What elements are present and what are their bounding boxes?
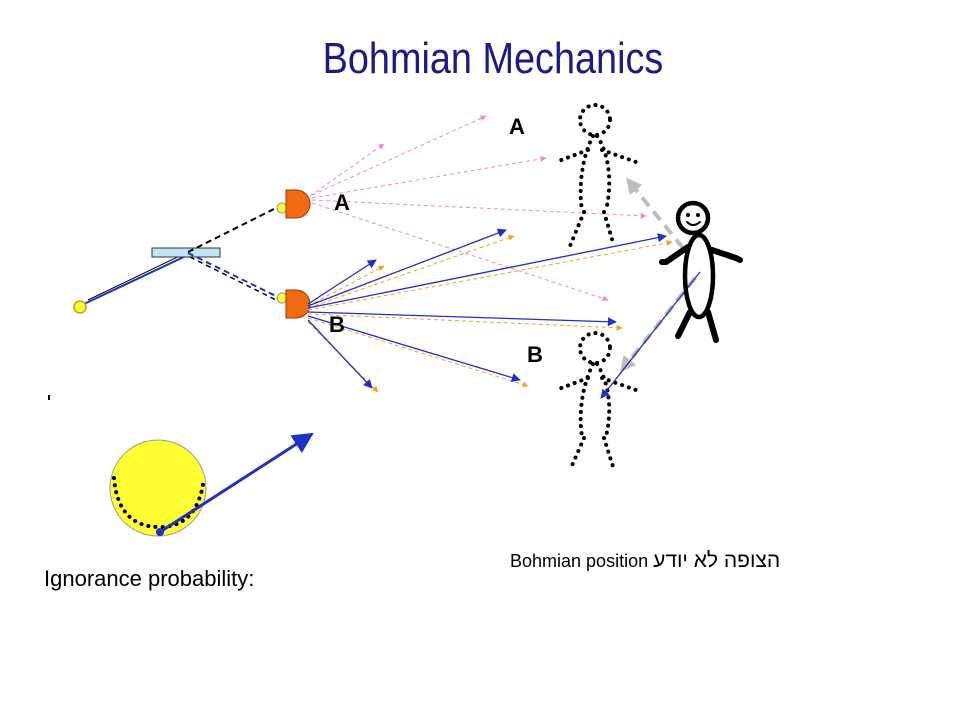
trajectory-rays-b xyxy=(307,228,673,393)
detector-b-icon xyxy=(276,289,311,319)
label-b-right: B xyxy=(527,342,543,367)
trajectory-to-b xyxy=(600,271,701,399)
probability-circle-icon xyxy=(109,432,314,537)
detector-a-icon xyxy=(276,189,311,219)
observer-hebrew-text: הצופה לא יודע xyxy=(653,549,781,572)
incoming-beam xyxy=(83,250,191,305)
stray-mark xyxy=(48,395,50,400)
page-title: Bohmian Mechanics xyxy=(322,34,664,83)
label-b-left: B xyxy=(329,312,345,337)
bohmian-position-text: Bohmian position xyxy=(510,551,649,571)
yellow-particle-icon xyxy=(73,300,87,314)
label-a-lower: A xyxy=(334,190,350,215)
beam-splitter-icon xyxy=(151,247,221,258)
observer-stick-figure-icon xyxy=(659,200,743,343)
branch-rays-a xyxy=(309,115,647,302)
split-paths xyxy=(187,204,283,304)
label-a-upper: A xyxy=(509,114,525,139)
dotted-figure-b-icon xyxy=(554,331,638,472)
ignorance-probability-caption: Ignorance probability: xyxy=(44,566,255,591)
bohmian-position-caption: Bohmian position הצופה לא יודע xyxy=(510,549,780,573)
dotted-figure-a-icon xyxy=(554,103,638,248)
